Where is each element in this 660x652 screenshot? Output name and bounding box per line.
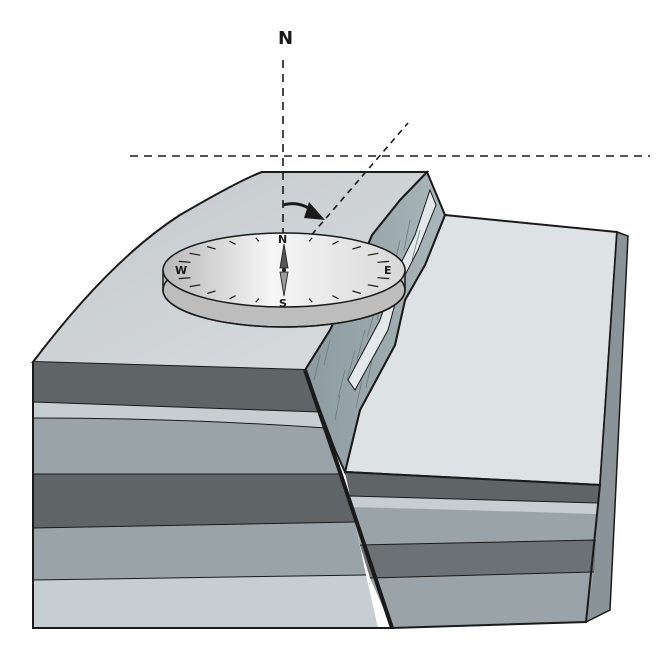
compass-tick (178, 277, 191, 280)
strike-angle-arrow (282, 202, 325, 220)
fault-trace-line (303, 369, 394, 629)
compass-tick (206, 245, 216, 250)
compass-north-letter: N (278, 233, 287, 246)
right-block-front-outline (344, 471, 602, 629)
left-stratum-5 (33, 522, 366, 580)
compass-tick (367, 252, 379, 256)
compass-pivot (282, 268, 286, 272)
right-stratum-3 (352, 507, 597, 545)
north-reference-label: N (278, 28, 293, 49)
compass-west-letter: W (175, 264, 187, 277)
compass-tick (178, 260, 191, 263)
right-stratum-5 (370, 572, 594, 628)
right-stratum-4 (360, 540, 596, 578)
left-stratum-1 (33, 362, 320, 412)
compass-tick (255, 237, 260, 242)
compass-tick (352, 245, 362, 250)
right-block (343, 213, 629, 629)
compass-tick (377, 277, 390, 280)
compass-tick (332, 240, 339, 245)
compass-tick (189, 252, 201, 256)
strike-angle-arrowhead (304, 202, 325, 220)
compass-ticks (178, 237, 390, 303)
compass: N S E W (162, 232, 406, 328)
left-stratum-2 (33, 402, 326, 428)
compass-tick (332, 295, 339, 300)
compass-east-letter: E (384, 264, 392, 277)
left-stratum-6 (33, 575, 378, 628)
compass-south-letter: S (279, 297, 287, 310)
compass-tick (255, 298, 260, 303)
compass-tick (377, 260, 390, 263)
compass-tick (189, 284, 201, 288)
compass-tick (367, 284, 379, 288)
left-stratum-3 (33, 418, 340, 474)
strike-line (282, 122, 409, 269)
compass-tick (229, 240, 236, 245)
left-stratum-4 (33, 474, 355, 528)
compass-tick (308, 298, 313, 303)
left-block-front-outline (32, 362, 392, 629)
compass-tick (206, 290, 216, 295)
compass-tick (308, 237, 313, 242)
compass-tick (352, 290, 362, 295)
right-stratum-2 (350, 496, 598, 514)
right-stratum-1 (345, 472, 600, 503)
compass-tick (229, 295, 236, 300)
